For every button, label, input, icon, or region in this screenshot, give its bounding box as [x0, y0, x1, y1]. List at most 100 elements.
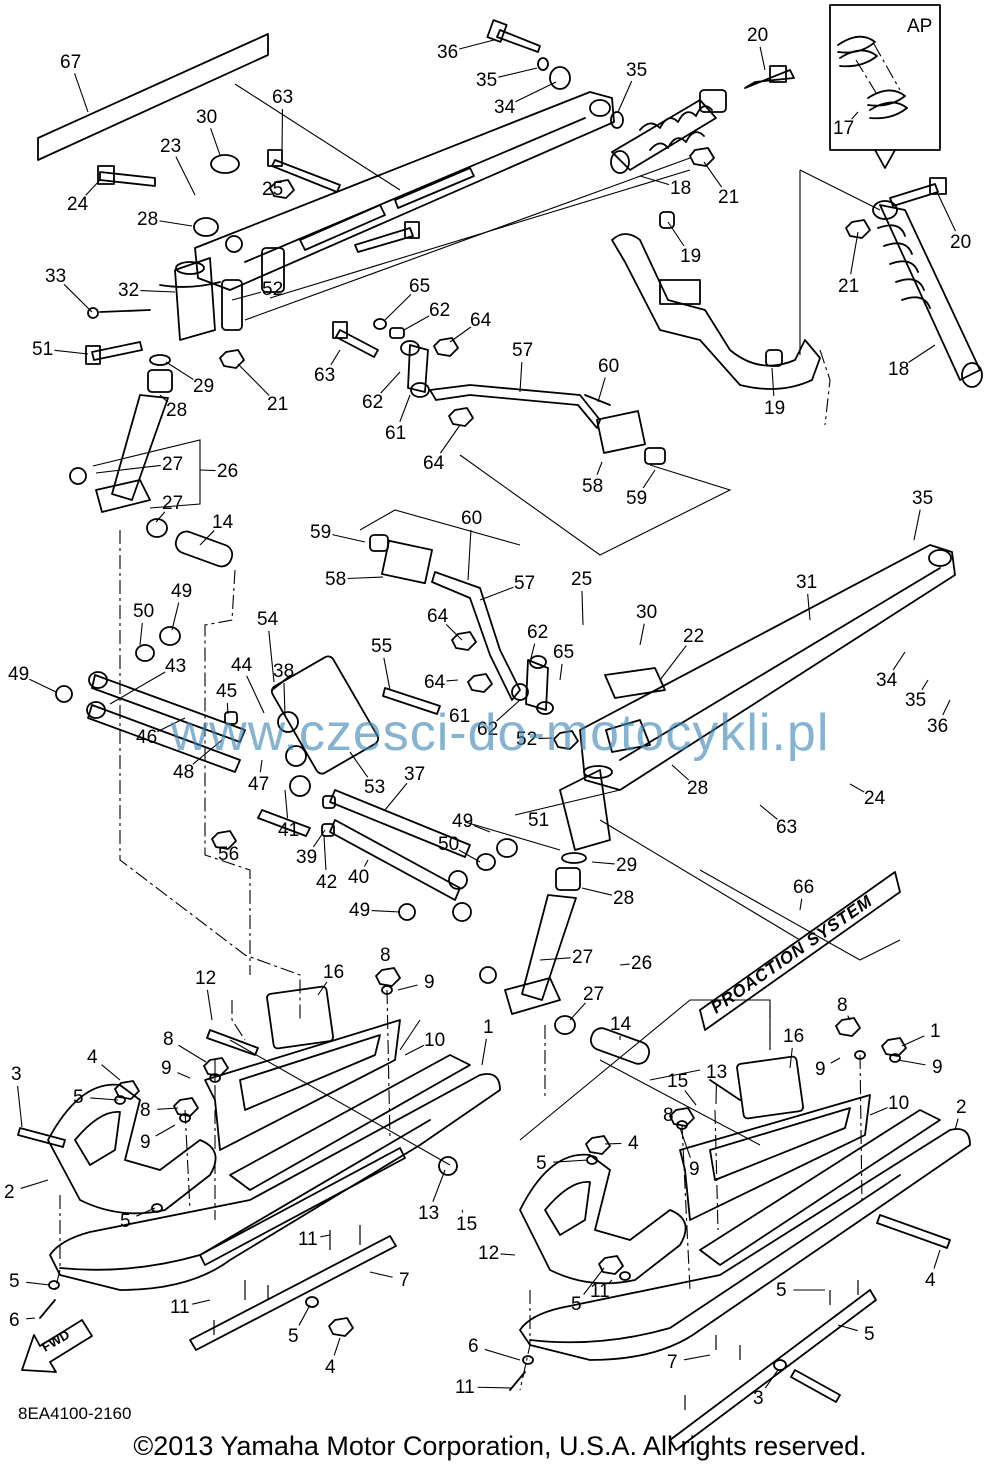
callout-leader — [155, 1124, 176, 1137]
callout-number: 20 — [747, 25, 768, 46]
callout-number: 4 — [325, 1357, 336, 1378]
callout-leader — [892, 651, 906, 671]
callout-leader — [155, 511, 166, 523]
callout-number: 43 — [165, 656, 186, 677]
callout-61: 61 — [385, 394, 411, 444]
callout-leader — [383, 657, 391, 691]
callout-number: 18 — [670, 178, 691, 199]
callout-number: 66 — [793, 877, 814, 898]
callout-leader — [659, 645, 687, 681]
callout-9: 9 — [815, 1057, 841, 1080]
callout-number: 41 — [278, 820, 299, 841]
callout-leader — [246, 675, 265, 714]
callout-43: 43 — [109, 656, 186, 705]
callout-number: 49 — [452, 811, 473, 832]
callout-number: 27 — [583, 984, 604, 1005]
callout-number: 33 — [45, 266, 66, 287]
callout-leader — [608, 1279, 613, 1284]
callout-4: 4 — [925, 1249, 941, 1291]
callout-64: 64 — [427, 606, 463, 641]
shock-absorber-right — [872, 200, 983, 388]
inset-label: AP — [907, 16, 932, 37]
callout-21: 21 — [703, 161, 739, 208]
callout-65: 65 — [384, 276, 430, 321]
callout-number: 36 — [437, 42, 458, 63]
callout-leader — [830, 1057, 841, 1064]
callout-leader — [849, 783, 865, 793]
callout-number: 28 — [613, 888, 634, 909]
callout-leader — [226, 702, 229, 715]
callout-34: 34 — [494, 81, 557, 118]
callout-number: 26 — [631, 953, 652, 974]
callout-58: 58 — [582, 461, 603, 497]
callout-leader — [95, 464, 161, 474]
callout-leader — [847, 1015, 851, 1021]
callout-49: 49 — [452, 811, 491, 833]
callout-number: 21 — [267, 394, 288, 415]
callout-number: 52 — [516, 729, 537, 750]
callout-leader — [210, 128, 221, 156]
callout-13: 13 — [706, 1062, 727, 1105]
callout-leader — [581, 887, 613, 896]
callout-leader — [90, 1097, 119, 1101]
callout-8: 8 — [140, 1100, 179, 1121]
callout-leader — [679, 1127, 691, 1158]
callout-11: 11 — [455, 1377, 513, 1398]
callout-number: 57 — [514, 573, 535, 594]
callout-3: 3 — [11, 1064, 23, 1128]
callout-31: 31 — [796, 572, 817, 621]
callout-28: 28 — [671, 764, 708, 799]
callout-number: 5 — [9, 1271, 20, 1292]
spindle-lower — [479, 852, 587, 1035]
callout-leader — [619, 963, 630, 966]
callout-leader — [63, 284, 93, 313]
callout-leader — [481, 1038, 487, 1066]
callout-leader — [85, 179, 101, 196]
callout-23: 23 — [160, 136, 196, 196]
callout-62: 62 — [527, 622, 548, 663]
callout-5: 5 — [120, 1207, 156, 1232]
callout-8: 8 — [837, 995, 851, 1021]
callout-leader — [347, 576, 384, 580]
callout-number: 25 — [262, 179, 283, 200]
callout-leader — [933, 1249, 941, 1269]
callout-59: 59 — [310, 522, 366, 543]
callout-leader — [139, 622, 143, 646]
callout-number: 44 — [231, 655, 253, 676]
callout-number: 65 — [553, 642, 574, 663]
callout-leader — [449, 326, 472, 343]
callout-leader — [538, 737, 553, 740]
callout-number: 59 — [626, 488, 647, 509]
callout-26: 26 — [619, 953, 652, 974]
callout-4: 4 — [604, 1133, 639, 1154]
callout-number: 5 — [73, 1087, 84, 1108]
callout-number: 28 — [166, 400, 187, 421]
callout-number: 11 — [170, 1297, 190, 1318]
callout-5: 5 — [288, 1304, 311, 1347]
callout-leader — [683, 1354, 711, 1361]
callout-number: 53 — [364, 777, 385, 798]
callout-18: 18 — [888, 344, 936, 380]
callout-44: 44 — [231, 655, 265, 714]
callout-leader — [937, 193, 956, 232]
callout-13: 13 — [418, 1169, 446, 1224]
watermark: www.czesci-do-motocykli.pl — [170, 704, 830, 762]
callout-leader — [206, 989, 213, 1021]
callout-leader — [17, 1085, 23, 1128]
callout-number: 64 — [470, 310, 492, 331]
callout-leader — [20, 1179, 49, 1189]
callout-leader — [165, 361, 194, 381]
decal-67 — [37, 33, 269, 161]
callout-leader — [921, 679, 929, 691]
callout-1: 1 — [901, 1021, 941, 1047]
callout-leader — [397, 984, 418, 991]
callout-27: 27 — [95, 454, 183, 475]
callout-leader — [851, 111, 859, 120]
callout-55: 55 — [371, 636, 392, 691]
callout-number: 62 — [477, 719, 498, 740]
callout-leader — [199, 469, 216, 472]
ski-left — [17, 967, 501, 1351]
callout-40: 40 — [348, 859, 369, 888]
callout-leader — [764, 1369, 779, 1389]
callout-leader — [259, 759, 263, 773]
